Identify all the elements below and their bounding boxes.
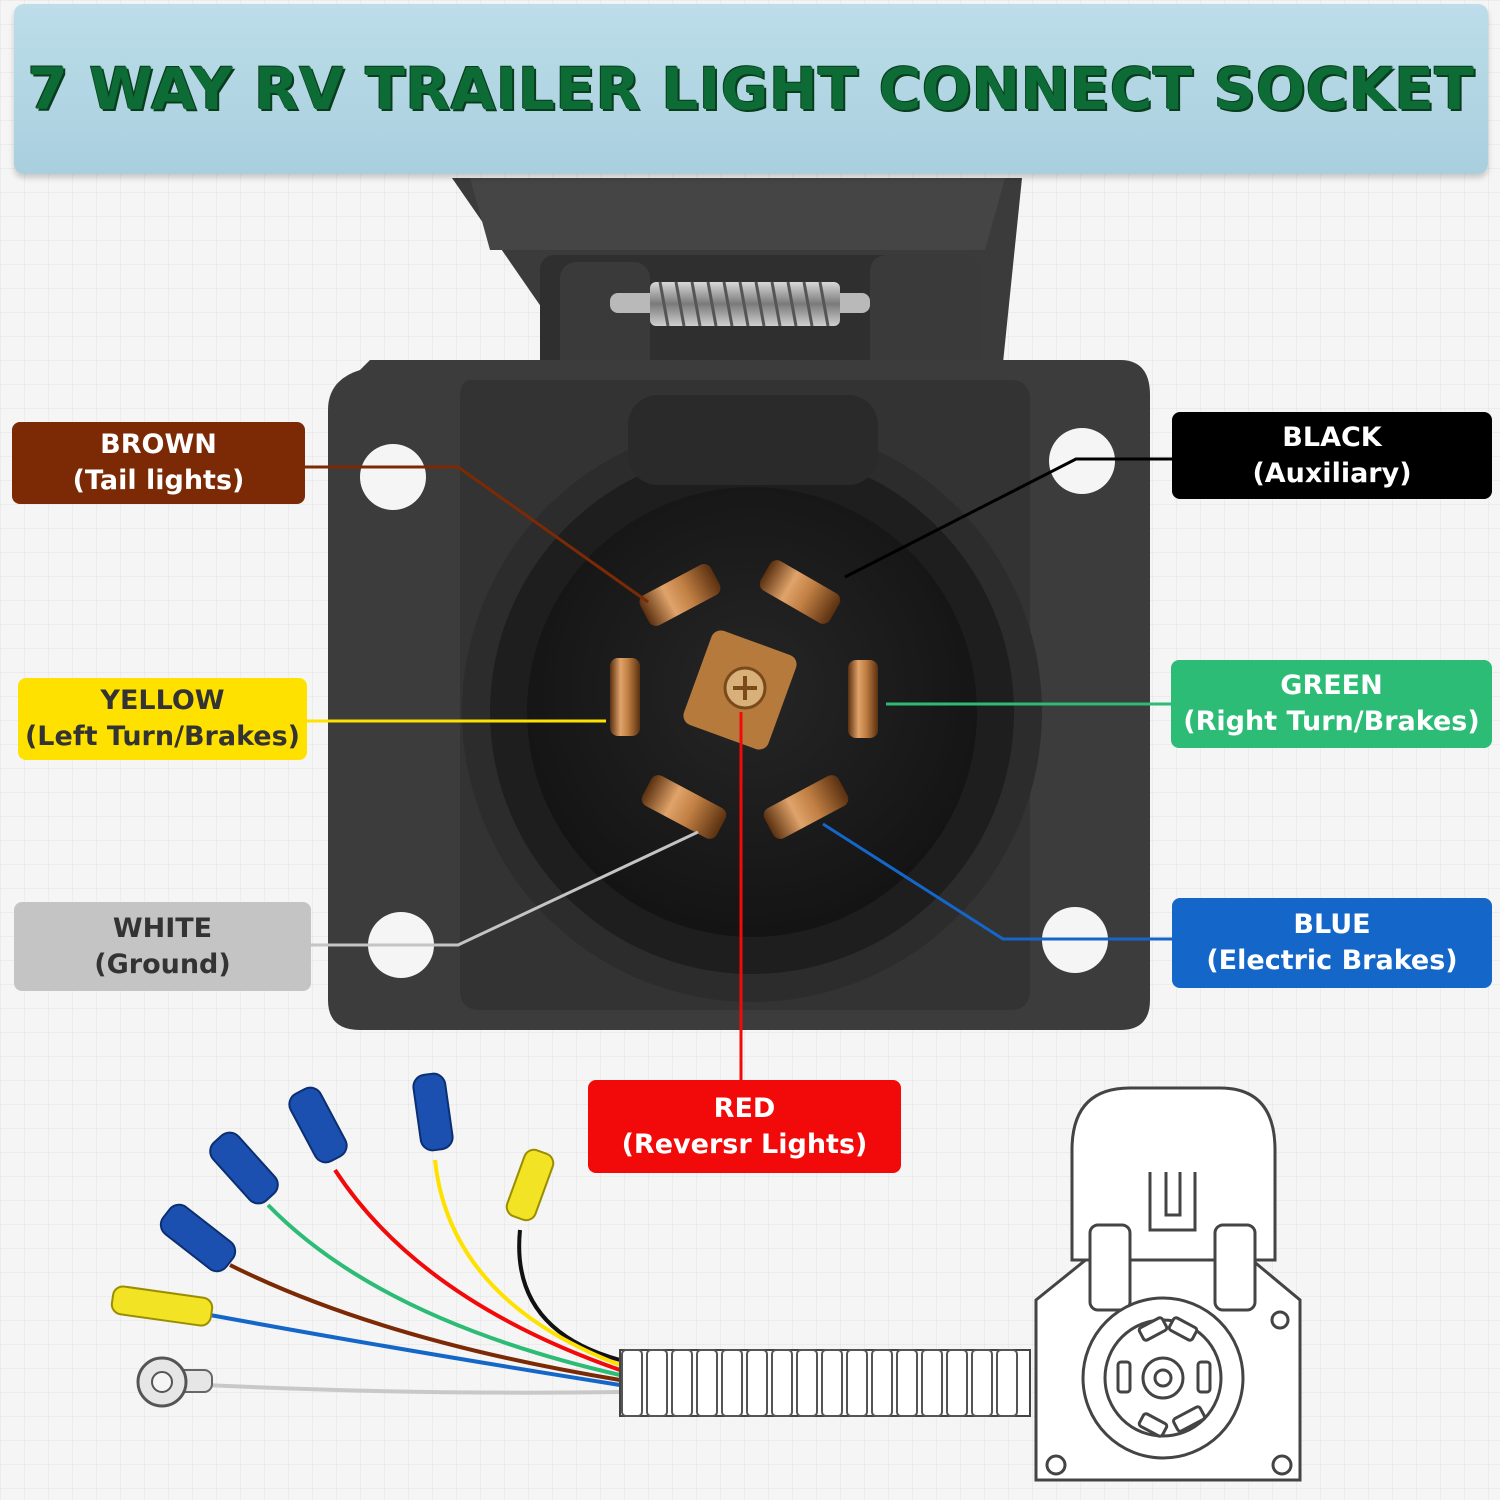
terminal-blue-3 bbox=[209, 1131, 279, 1205]
socket-line-drawing bbox=[1034, 1086, 1302, 1482]
pin-black bbox=[759, 560, 841, 624]
label-black-function: (Auxiliary) bbox=[1252, 457, 1412, 489]
label-red-color: RED bbox=[713, 1092, 776, 1124]
page-title: 7 WAY RV TRAILER LIGHT CONNECT SOCKET bbox=[27, 55, 1475, 123]
label-red: RED (Reversr Lights) bbox=[588, 1080, 901, 1173]
pin-brown bbox=[639, 564, 721, 626]
terminal-ring bbox=[136, 1356, 213, 1408]
terminal-yellow-2 bbox=[110, 1285, 214, 1327]
label-brown: BROWN (Tail lights) bbox=[12, 422, 305, 504]
label-blue-function: (Electric Brakes) bbox=[1206, 945, 1458, 976]
label-green-color: GREEN bbox=[1280, 670, 1383, 701]
label-blue: BLUE (Electric Brakes) bbox=[1172, 898, 1492, 988]
pin-green bbox=[848, 660, 878, 738]
leader-white bbox=[311, 830, 699, 947]
mounting-hole-top-right bbox=[1049, 428, 1115, 494]
pin-white bbox=[641, 775, 727, 839]
label-green: GREEN (Right Turn/Brakes) bbox=[1171, 660, 1492, 748]
leader-black bbox=[844, 457, 1172, 579]
lid-spring bbox=[610, 281, 870, 327]
pin-blue bbox=[763, 775, 849, 839]
label-white-function: (Ground) bbox=[94, 948, 231, 980]
label-white-color: WHITE bbox=[112, 912, 213, 944]
terminal-yellow-1 bbox=[505, 1148, 555, 1222]
wire-red bbox=[333, 1168, 621, 1372]
leader-blue bbox=[822, 822, 1172, 941]
label-black-color: BLACK bbox=[1282, 421, 1382, 453]
wire-terminals bbox=[110, 1072, 555, 1408]
terminal-blue-4 bbox=[159, 1203, 237, 1273]
label-brown-color: BROWN bbox=[100, 429, 217, 460]
label-yellow: YELLOW (Left Turn/Brakes) bbox=[18, 678, 307, 760]
wire-harness bbox=[204, 1159, 621, 1395]
wire-brown bbox=[229, 1263, 621, 1382]
label-blue-color: BLUE bbox=[1293, 909, 1371, 940]
corrugated-sleeve bbox=[619, 1349, 1031, 1417]
wire-black bbox=[517, 1229, 621, 1362]
label-red-function: (Reversr Lights) bbox=[621, 1128, 868, 1160]
label-brown-function: (Tail lights) bbox=[72, 465, 245, 496]
label-yellow-color: YELLOW bbox=[100, 685, 225, 716]
mounting-hole-top-left bbox=[360, 444, 426, 510]
wire-blue bbox=[209, 1313, 621, 1387]
title-banner: 7 WAY RV TRAILER LIGHT CONNECT SOCKET bbox=[14, 4, 1488, 174]
pins bbox=[610, 560, 878, 839]
wire-white bbox=[204, 1383, 621, 1395]
terminal-blue-2 bbox=[412, 1072, 454, 1152]
label-green-function: (Right Turn/Brakes) bbox=[1183, 706, 1480, 737]
leader-brown bbox=[305, 465, 649, 604]
terminal-blue-1 bbox=[288, 1086, 348, 1164]
label-yellow-function: (Left Turn/Brakes) bbox=[24, 721, 301, 752]
wire-green bbox=[266, 1203, 621, 1377]
pin-yellow bbox=[610, 658, 640, 736]
label-black: BLACK (Auxiliary) bbox=[1172, 412, 1492, 499]
label-white: WHITE (Ground) bbox=[14, 902, 311, 991]
leader-lines bbox=[305, 457, 1172, 1080]
wire-yellow bbox=[433, 1159, 621, 1367]
